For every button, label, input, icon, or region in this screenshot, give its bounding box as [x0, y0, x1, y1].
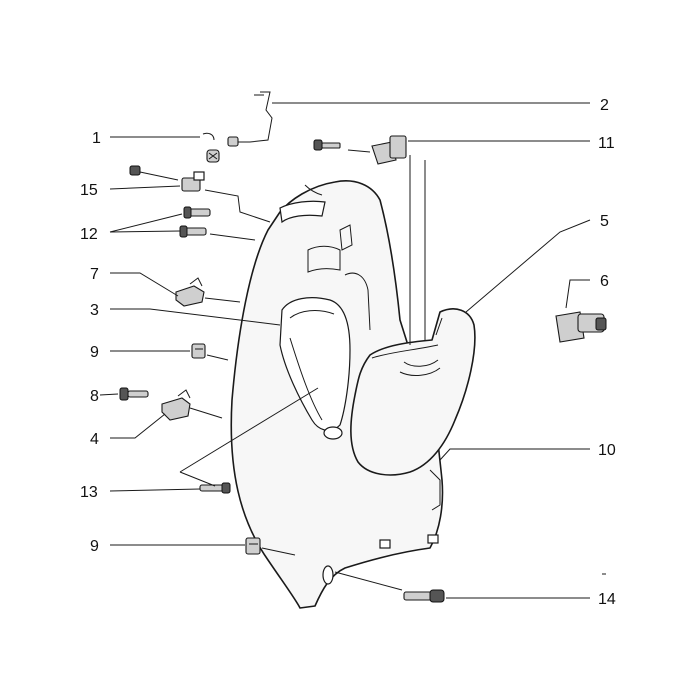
callout-9-lower: 9 [90, 538, 99, 555]
callout-10: 10 [598, 442, 616, 459]
screws-12 [179, 206, 211, 238]
clip-nut-part [202, 132, 220, 163]
clip-bracket-4 [161, 389, 191, 421]
fastener-clip-15 [129, 165, 205, 192]
callout-1: 1 [92, 130, 101, 147]
screw-13 [199, 482, 231, 494]
callout-7: 7 [90, 266, 99, 283]
screw-14 [403, 589, 445, 603]
callout-4: 4 [90, 431, 99, 448]
callout-12: 12 [80, 226, 98, 243]
callout-labels: 1 2 11 15 5 12 7 6 3 9 8 4 10 13 9 14 [80, 97, 616, 608]
callout-9-upper: 9 [90, 344, 99, 361]
callout-15: 15 [80, 182, 98, 199]
leg-shield-panel [230, 180, 444, 609]
callout-8: 8 [90, 388, 99, 405]
clip-bracket-7 [175, 277, 205, 307]
latch-6 [555, 311, 607, 343]
callout-5: 5 [600, 213, 609, 230]
square-clip-nut-upper [191, 343, 206, 359]
screw-8 [119, 387, 149, 401]
callout-2: 2 [600, 97, 609, 114]
callout-6: 6 [600, 273, 609, 290]
glove-box-tray [350, 308, 476, 476]
callout-14: 14 [598, 591, 616, 608]
bracket-rod-part [227, 91, 273, 147]
callout-11: 11 [598, 135, 615, 152]
latch-11 [313, 135, 407, 165]
square-clip-nut-lower [245, 537, 261, 555]
leader-lines [99, 102, 606, 599]
callout-3: 3 [90, 302, 99, 319]
callout-13: 13 [80, 484, 98, 501]
